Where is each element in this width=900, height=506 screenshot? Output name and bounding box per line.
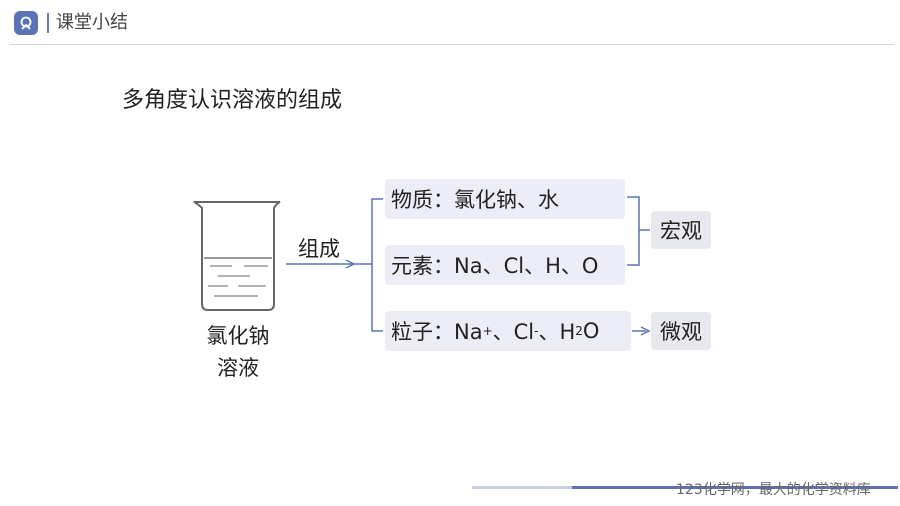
header-divider: [10, 44, 894, 45]
solution-label-line2: 溶液: [217, 356, 259, 380]
header-separator: [47, 13, 49, 33]
beaker-icon: [193, 201, 281, 311]
macro-tag: 宏观: [651, 211, 711, 249]
footer-bar-light: [472, 486, 572, 489]
substance-box: 物质：氯化钠、水: [385, 179, 625, 219]
solution-label-line1: 氯化钠: [206, 324, 270, 348]
particle-prefix: 粒子：Na: [391, 320, 483, 344]
solution-label: 氯化钠 溶液: [193, 320, 283, 384]
cl-charge: -: [534, 324, 539, 338]
na-charge: +: [482, 324, 493, 338]
footer-watermark: 123化学网，最大的化学资料库: [676, 482, 871, 498]
particle-cl: 、Cl: [492, 320, 535, 344]
section-title: 课堂小结: [56, 12, 128, 33]
footer-bar-dark: [572, 486, 898, 489]
h-subscript: 2: [575, 324, 583, 338]
app-logo-icon: [14, 11, 38, 35]
composition-label: 组成: [298, 237, 340, 261]
particle-h: 、H: [538, 320, 576, 344]
particle-o: O: [582, 319, 600, 343]
element-box: 元素：Na、Cl、H、O: [385, 245, 625, 285]
slide-title: 多角度认识溶液的组成: [122, 88, 343, 113]
micro-tag: 微观: [651, 312, 711, 350]
